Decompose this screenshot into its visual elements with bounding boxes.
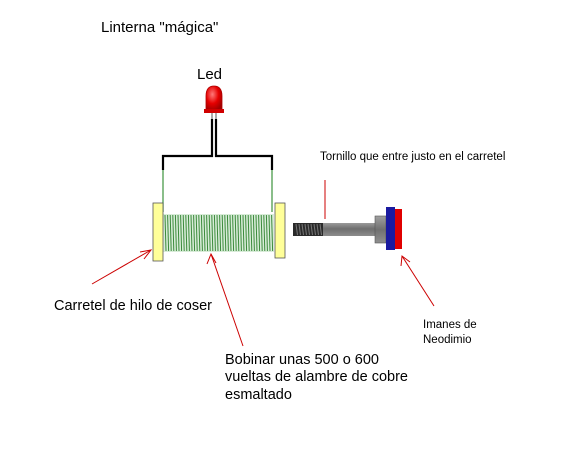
coil-turn	[219, 214, 222, 252]
coil-turn	[271, 214, 274, 252]
coil-turn	[265, 214, 268, 252]
screw-thread-line	[313, 223, 316, 236]
coil-turn	[195, 214, 198, 252]
coil-turn	[190, 214, 193, 252]
wire-right	[214, 119, 274, 170]
screw-thread-line	[295, 223, 298, 236]
spool-flange-left	[152, 202, 164, 262]
coil-turn	[247, 214, 250, 252]
coil-turn	[198, 214, 201, 252]
coil-leads	[162, 170, 273, 212]
imanes-label: Imanes de Neodimio	[423, 319, 477, 346]
pointer-bobinar	[210, 253, 244, 347]
screw-thread-line	[301, 223, 304, 236]
arrowhead-carretel	[139, 249, 153, 260]
coil-turn	[245, 214, 248, 252]
screw-thread-line	[319, 223, 322, 236]
coil-turn	[174, 214, 177, 252]
coil-turn	[169, 214, 172, 252]
coil-turn	[187, 214, 190, 252]
coil-turn	[237, 214, 240, 252]
wire-left	[161, 119, 214, 170]
coil-turn	[167, 214, 170, 252]
coil-turn	[268, 214, 271, 252]
screw-shank	[323, 223, 375, 236]
coil-turn	[229, 214, 232, 252]
coil-turn	[242, 214, 245, 252]
screw-thread-line	[310, 223, 313, 236]
led-wires	[161, 119, 274, 170]
coil-turn	[211, 214, 214, 252]
coil-turn	[203, 214, 206, 252]
coil-turn	[193, 214, 196, 252]
coil-turn	[213, 214, 216, 252]
led-base	[204, 109, 224, 113]
coil-turn	[206, 214, 209, 252]
screw-head	[374, 215, 387, 244]
coil-turn	[224, 214, 227, 252]
coil-turn	[216, 214, 219, 252]
pointer-lines	[91, 180, 435, 347]
coil-turn	[260, 214, 263, 252]
coil-turn	[200, 214, 203, 252]
coil-winding	[164, 214, 274, 252]
led	[204, 85, 224, 120]
coil-turn	[226, 214, 229, 252]
coil-turn	[172, 214, 175, 252]
coil-turn	[250, 214, 253, 252]
screw-thread-line	[316, 223, 319, 236]
coil-turn	[180, 214, 183, 252]
diagram-title: Linterna "mágica"	[101, 19, 219, 36]
magnet-blue	[386, 207, 395, 250]
coil-turn	[208, 214, 211, 252]
coil-turn	[252, 214, 255, 252]
screw-thread-line	[304, 223, 307, 236]
coil-turn	[255, 214, 258, 252]
pointer-carretel	[91, 249, 152, 285]
spool	[152, 202, 286, 262]
carretel-label: Carretel de hilo de coser	[54, 298, 212, 314]
magnet-red	[395, 209, 402, 249]
coil-turn	[258, 214, 261, 252]
coil-turn	[221, 214, 224, 252]
coil-turn	[263, 214, 266, 252]
arrowhead-imanes	[400, 255, 411, 267]
coil-turn	[234, 214, 237, 252]
coil-turn	[164, 214, 167, 252]
screw-thread-line	[307, 223, 310, 236]
screw	[293, 215, 387, 244]
neodymium-magnets	[386, 207, 402, 250]
pointer-imanes	[401, 255, 435, 307]
coil-turn	[185, 214, 188, 252]
led-body	[205, 85, 223, 111]
led-label: Led	[197, 66, 223, 83]
pointer-arrowheads	[139, 249, 411, 267]
bobinar-label: Bobinar unas 500 o 600 vueltas de alambr…	[225, 352, 408, 403]
coil-turn	[239, 214, 242, 252]
screw-thread-line	[298, 223, 301, 236]
coil-turn	[182, 214, 185, 252]
spool-flange-right	[274, 202, 286, 259]
arrowhead-bobinar	[206, 252, 217, 265]
coil-turn	[232, 214, 235, 252]
tornillo-label: Tornillo que entre justo en el carretel	[320, 151, 506, 163]
coil-turn	[177, 214, 180, 252]
